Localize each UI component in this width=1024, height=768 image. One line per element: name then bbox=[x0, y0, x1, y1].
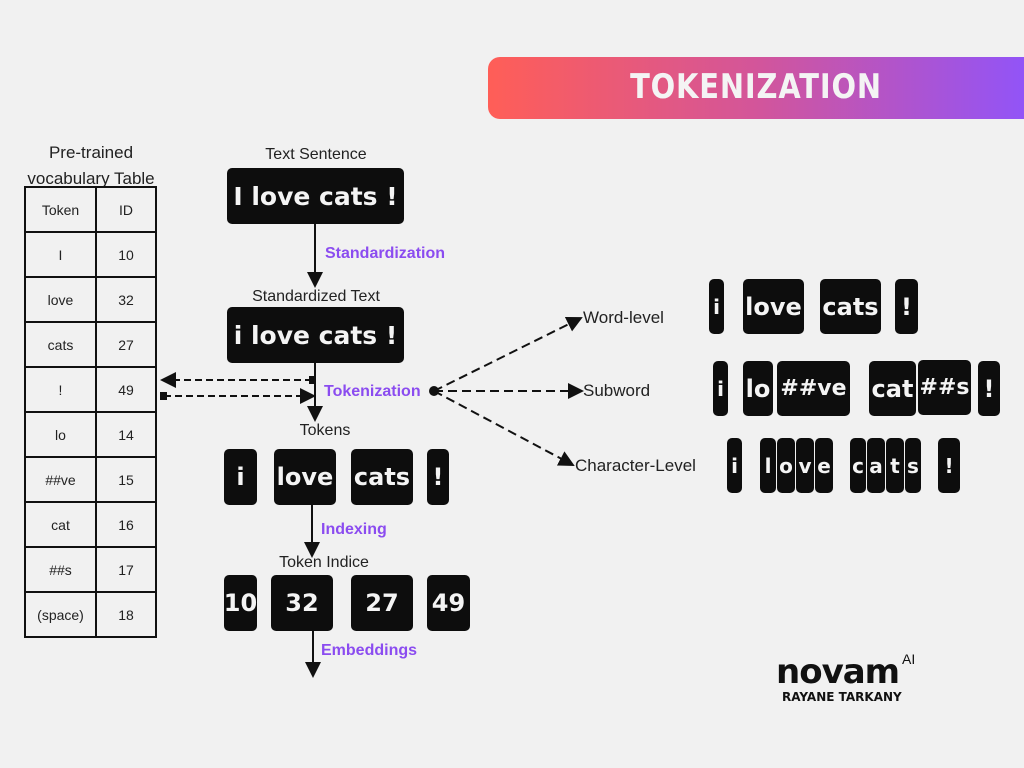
char-token-box: a bbox=[867, 438, 885, 493]
subword-token-box: cat bbox=[869, 361, 916, 416]
token-cell: ! bbox=[24, 366, 97, 413]
subword-token-box: ! bbox=[978, 361, 1000, 416]
id-cell: 17 bbox=[95, 546, 157, 593]
char-token-box: ! bbox=[938, 438, 960, 493]
index-box: 10 bbox=[224, 575, 257, 631]
text-sentence-box: I love cats ! bbox=[227, 168, 404, 224]
table-row: (space)18 bbox=[24, 591, 157, 638]
brand-author: RAYANE TARKANY bbox=[782, 690, 902, 704]
embeddings-step: Embeddings bbox=[321, 642, 418, 659]
id-cell: 16 bbox=[95, 501, 157, 548]
token-cell: I bbox=[24, 231, 97, 278]
subword-token-box: i bbox=[713, 361, 728, 416]
tokenization-step: Tokenization bbox=[324, 383, 421, 400]
id-cell: 10 bbox=[95, 231, 157, 278]
id-cell: 15 bbox=[95, 456, 157, 503]
word-token-box: ! bbox=[895, 279, 918, 334]
standardization-step: Standardization bbox=[325, 245, 446, 262]
vocabulary-caption: Pre-trained vocabulary Table bbox=[16, 140, 166, 192]
arrow-to-vocab-tail bbox=[309, 376, 316, 384]
table-row: !49 bbox=[24, 366, 157, 413]
char-token-box: v bbox=[796, 438, 814, 493]
subword-token-box: ##s bbox=[918, 360, 971, 415]
token-box: i bbox=[224, 449, 257, 505]
char-token-box: o bbox=[777, 438, 795, 493]
tokens-label: Tokens bbox=[299, 422, 351, 439]
token-indices-label: Token Indice bbox=[279, 554, 369, 571]
table-header-row: Token ID bbox=[24, 186, 157, 233]
arrow-character-level bbox=[433, 390, 575, 466]
id-cell: 49 bbox=[95, 366, 157, 413]
id-cell: 27 bbox=[95, 321, 157, 368]
char-token-box: c bbox=[850, 438, 866, 493]
title-banner: TOKENIZATION bbox=[488, 57, 1024, 119]
word-token-box: cats bbox=[820, 279, 881, 334]
standardized-text-box: i love cats ! bbox=[227, 307, 404, 363]
text-sentence-label: Text Sentence bbox=[265, 146, 367, 163]
id-cell: 14 bbox=[95, 411, 157, 458]
standardized-text-label: Standardized Text bbox=[252, 288, 380, 305]
vocabulary-caption-line2: vocabulary Table bbox=[27, 169, 155, 188]
char-token-box: s bbox=[905, 438, 921, 493]
token-cell: ##ve bbox=[24, 456, 97, 503]
header-token: Token bbox=[24, 186, 97, 233]
token-cell: cats bbox=[24, 321, 97, 368]
token-cell: ##s bbox=[24, 546, 97, 593]
indexing-step: Indexing bbox=[321, 521, 387, 538]
vocabulary-caption-line1: Pre-trained bbox=[48, 143, 134, 162]
index-box: 49 bbox=[427, 575, 470, 631]
id-cell: 32 bbox=[95, 276, 157, 323]
token-box: cats bbox=[351, 449, 413, 505]
id-cell: 18 bbox=[95, 591, 157, 638]
char-token-box: e bbox=[815, 438, 833, 493]
token-box: ! bbox=[427, 449, 449, 505]
word-level-label: Word-level bbox=[583, 308, 664, 327]
page-title: TOKENIZATION bbox=[630, 67, 882, 107]
character-level-label: Character-Level bbox=[575, 456, 696, 475]
brand-logo-suffix: AI bbox=[902, 651, 916, 667]
subword-token-box: ##ve bbox=[777, 361, 850, 416]
word-token-box: love bbox=[743, 279, 804, 334]
char-token-box: t bbox=[886, 438, 904, 493]
arrow-from-vocab-tail bbox=[160, 392, 167, 400]
token-box: love bbox=[274, 449, 336, 505]
subword-label: Subword bbox=[583, 381, 651, 400]
token-cell: love bbox=[24, 276, 97, 323]
char-token-box: i bbox=[727, 438, 742, 493]
token-cell: cat bbox=[24, 501, 97, 548]
index-box: 27 bbox=[351, 575, 413, 631]
index-box: 32 bbox=[271, 575, 333, 631]
token-cell: lo bbox=[24, 411, 97, 458]
brand-logo: novam bbox=[776, 652, 900, 692]
header-id: ID bbox=[95, 186, 157, 233]
char-token-box: l bbox=[760, 438, 776, 493]
subword-token-box: lo bbox=[743, 361, 773, 416]
word-token-box: i bbox=[709, 279, 724, 334]
token-cell: (space) bbox=[24, 591, 97, 638]
arrow-word-level bbox=[433, 317, 583, 392]
